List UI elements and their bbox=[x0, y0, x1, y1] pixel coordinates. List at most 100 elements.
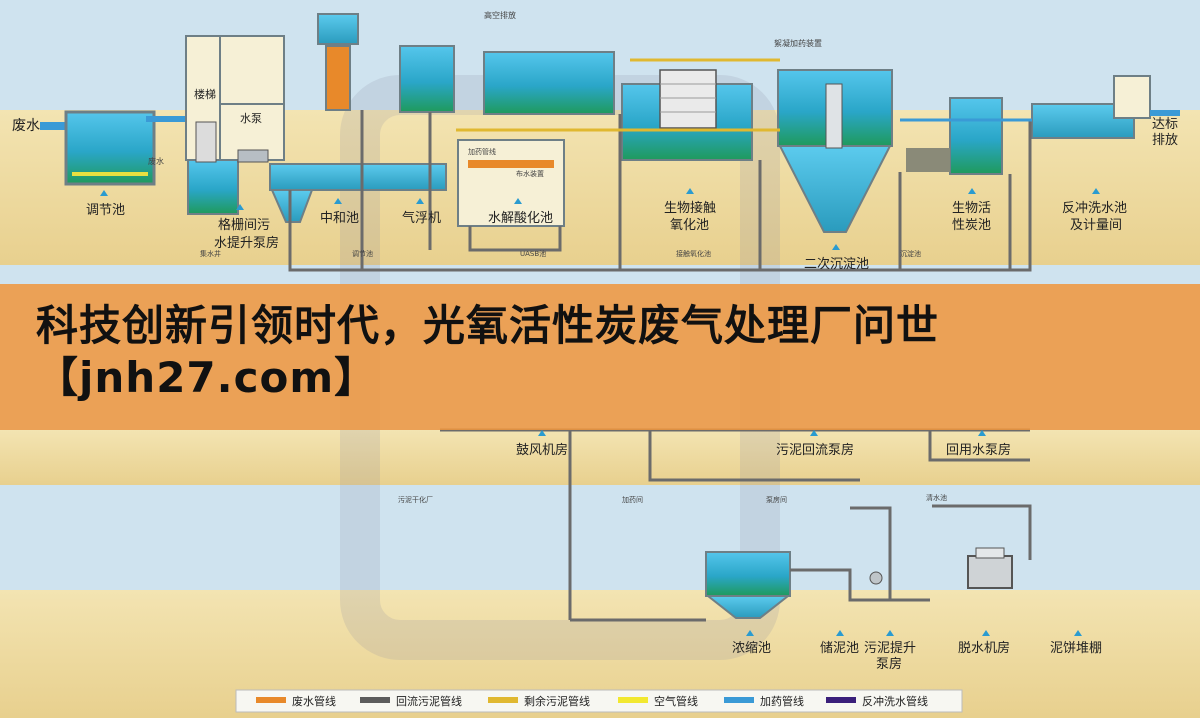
label-blower-room: 鼓风机房 bbox=[516, 442, 568, 458]
pipe-network-middle bbox=[440, 428, 1030, 620]
marker-sludge-store bbox=[836, 630, 844, 636]
label-sludge-return: 污泥回流泵房 bbox=[776, 442, 854, 458]
legend-swatch bbox=[826, 697, 856, 703]
legend-label: 空气管线 bbox=[654, 694, 698, 708]
legend-label: 剩余污泥管线 bbox=[524, 694, 590, 708]
small-settle: 沉淀池 bbox=[900, 249, 921, 258]
marker-reuse-pump bbox=[978, 430, 986, 436]
marker-thickener bbox=[746, 630, 754, 636]
bio-contact-tank bbox=[621, 69, 753, 161]
legend-item: 加药管线 bbox=[724, 694, 804, 708]
legend-item: 回流污泥管线 bbox=[360, 694, 462, 708]
grille-pump-building bbox=[185, 35, 285, 215]
promo-banner bbox=[0, 284, 1200, 430]
regulating-tank bbox=[64, 110, 156, 186]
dewater-machine bbox=[967, 547, 1013, 589]
legend-label: 加药管线 bbox=[760, 694, 804, 708]
label-backwash-1: 反冲洗水池 bbox=[1062, 201, 1127, 216]
label-grille-pump-2: 水提升泵房 bbox=[214, 235, 279, 251]
label-grille-pump-1: 格栅间污 bbox=[218, 217, 270, 233]
legend-label: 回流污泥管线 bbox=[396, 694, 462, 708]
sky-band-lower bbox=[0, 485, 1200, 590]
small-uasb: UASB池 bbox=[520, 249, 546, 258]
pipe-regulating-to-grille bbox=[146, 116, 190, 122]
label-bio-contact-2: 氧化池 bbox=[670, 218, 709, 233]
legend-swatch bbox=[488, 697, 518, 703]
marker-hydrolysis bbox=[514, 198, 522, 204]
label-bio-carbon-1: 生物活 bbox=[952, 201, 991, 216]
ground-band-middle bbox=[0, 430, 1200, 485]
label-hydrolysis: 水解酸化池 bbox=[488, 211, 553, 226]
label-backwash-2: 及计量间 bbox=[1070, 218, 1122, 233]
marker-bio-carbon bbox=[968, 188, 976, 194]
label-air-float: 气浮机 bbox=[402, 210, 441, 226]
secondary-settle-tank bbox=[777, 69, 893, 233]
label-cake-shed: 泥饼堆棚 bbox=[1050, 641, 1102, 656]
marker-regulating-tank bbox=[100, 190, 108, 196]
marker-neutral-tank bbox=[334, 198, 342, 204]
promo-banner-title[interactable]: 科技创新引领时代，光氧活性炭废气处理厂问世【jnh27.com】 bbox=[36, 301, 940, 402]
label-regulating-tank: 调节池 bbox=[86, 203, 125, 218]
legend-swatch bbox=[360, 697, 390, 703]
label-bio-contact-1: 生物接触 bbox=[664, 200, 716, 216]
small-waste-water: 废水 bbox=[148, 156, 164, 166]
ground-band-top bbox=[0, 110, 1200, 265]
thickener-tank bbox=[705, 551, 791, 619]
marker-bio-contact bbox=[686, 188, 694, 194]
small-labels: 高空排放 絮凝加药装置 废水 集水井 调节池 UASB池 接触氧化池 沉淀池 加… bbox=[148, 10, 947, 504]
legend-swatch bbox=[724, 697, 754, 703]
label-neutral-tank: 中和池 bbox=[320, 211, 359, 226]
pipe-network-lower bbox=[570, 504, 1032, 622]
marker-sludge-return bbox=[810, 430, 818, 436]
air-float-tank bbox=[399, 45, 455, 113]
hydrolysis-tank bbox=[457, 51, 615, 227]
marker-secondary-settle bbox=[832, 244, 840, 250]
label-stairs: 楼梯 bbox=[194, 87, 216, 101]
small-sludge-dry: 污泥干化厂 bbox=[398, 495, 433, 504]
marker-backwash bbox=[1092, 188, 1100, 194]
small-pump-room: 泵房间 bbox=[766, 495, 787, 504]
marker-dewater-room bbox=[982, 630, 990, 636]
label-discharge-1: 达标 bbox=[1152, 117, 1178, 132]
upper-station-labels: 调节池 格栅间污 水提升泵房 中和池 气浮机 水解酸化池 生物接触 氧化池 二次… bbox=[86, 188, 1127, 272]
sky-band-middle bbox=[0, 265, 1200, 285]
legend-swatch bbox=[618, 697, 648, 703]
legend: 废水管线 回流污泥管线 剩余污泥管线 空气管线 加药管线 反冲洗水管线 bbox=[235, 689, 963, 713]
pipe-network-yellow bbox=[456, 58, 780, 132]
legend-swatch bbox=[256, 697, 286, 703]
small-high-exhaust: 高空排放 bbox=[484, 10, 516, 20]
label-sludge-lift-2: 泵房 bbox=[876, 656, 902, 672]
neutral-tank bbox=[269, 163, 447, 223]
elevated-tank bbox=[317, 13, 359, 111]
label-thickener: 浓缩池 bbox=[732, 640, 771, 656]
marker-sludge-lift bbox=[886, 630, 894, 636]
small-collect-well: 集水井 bbox=[200, 249, 221, 258]
label-sludge-lift-1: 污泥提升 bbox=[864, 640, 916, 656]
sludge-lift-pump bbox=[869, 571, 883, 585]
discharge-pipe bbox=[1150, 110, 1180, 116]
legend-item: 废水管线 bbox=[256, 694, 336, 708]
legend-label: 反冲洗水管线 bbox=[862, 694, 928, 708]
legend-item: 反冲洗水管线 bbox=[826, 694, 928, 708]
small-clear-water: 清水池 bbox=[926, 493, 947, 502]
lower-station-labels: 浓缩池 储泥池 污泥提升 泵房 脱水机房 泥饼堆棚 bbox=[732, 630, 1102, 672]
small-tiao-jie: 调节池 bbox=[352, 249, 373, 258]
label-dewater-room: 脱水机房 bbox=[958, 640, 1010, 656]
legend-box bbox=[235, 689, 963, 713]
legend-label: 废水管线 bbox=[292, 694, 336, 708]
label-wastewater-in: 废水 bbox=[12, 118, 40, 134]
legend-item: 剩余污泥管线 bbox=[488, 694, 590, 708]
marker-grille-pump bbox=[236, 204, 244, 210]
legend-item: 空气管线 bbox=[618, 694, 698, 708]
label-pump: 水泵 bbox=[240, 112, 262, 125]
label-discharge-2: 排放 bbox=[1152, 133, 1178, 148]
marker-air-float bbox=[416, 198, 424, 204]
small-distributor: 布水装置 bbox=[516, 169, 544, 178]
marker-cake-shed bbox=[1074, 630, 1082, 636]
backwash-tank bbox=[1031, 75, 1151, 139]
inlet-pipe bbox=[40, 122, 68, 130]
bio-carbon-tank bbox=[906, 97, 1003, 175]
small-add-pipe: 加药管线 bbox=[468, 147, 496, 156]
label-reuse-pump: 回用水泵房 bbox=[946, 442, 1011, 458]
label-bio-carbon-2: 性炭池 bbox=[952, 218, 991, 233]
